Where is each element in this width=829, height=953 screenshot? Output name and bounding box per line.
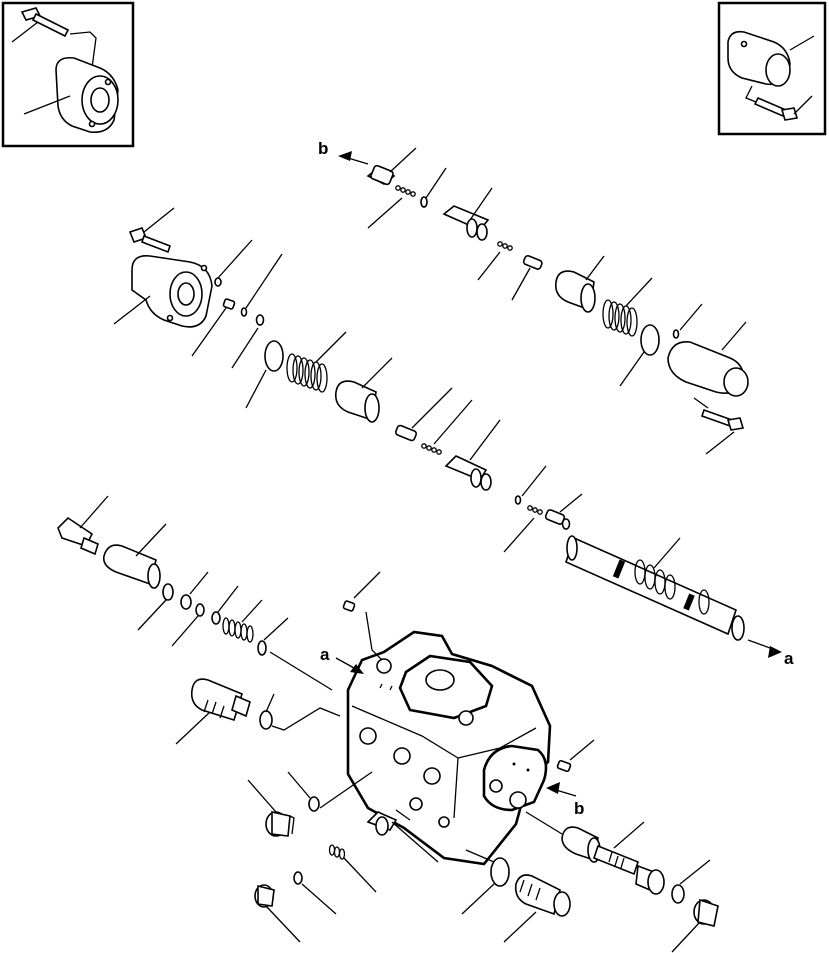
- plug-bottom-2: [254, 884, 275, 908]
- arrow-a-output-label: a: [784, 649, 794, 668]
- inset-left: [1, 1, 135, 148]
- inset-right: [717, 1, 827, 136]
- arrow-b-input-label: b: [574, 799, 584, 818]
- inset-left-cover: [55, 56, 119, 134]
- arrow-a-input: a: [320, 645, 364, 674]
- bottom-parts: [247, 771, 571, 943]
- piston-upper: [554, 270, 596, 313]
- pin: [522, 255, 543, 270]
- plug-bottom-1: [265, 811, 295, 837]
- cap-bolt-upper: [700, 408, 745, 431]
- large-spring-upper: [602, 299, 638, 337]
- small-spring-3: [421, 443, 442, 455]
- valve-body: a b: [320, 630, 584, 866]
- relief-valve-lower-left: [190, 678, 251, 722]
- arrow-b-output-label: b: [318, 139, 328, 158]
- valve-poppet-2: [444, 455, 492, 491]
- left-relief-row: [57, 495, 333, 691]
- plug-bottom-right: [693, 898, 719, 927]
- main-spool: [565, 535, 745, 641]
- upper-parts-row: [366, 147, 749, 455]
- spool-row: a: [503, 465, 794, 668]
- piston-middle: [334, 380, 380, 423]
- o-ring-bottom: [490, 857, 510, 887]
- o-ring-large: [640, 324, 660, 356]
- flange-cover-left: [131, 254, 213, 328]
- poppet-bottom: [366, 811, 398, 836]
- o-ring-middle: [264, 340, 284, 372]
- small-spring-2: [497, 241, 513, 251]
- arrow-a-input-label: a: [320, 645, 330, 664]
- o-ring: [420, 196, 428, 208]
- end-cover-upper: [667, 341, 749, 397]
- relief-plug-left: [57, 516, 99, 556]
- o-ring-lower-left: [259, 710, 273, 730]
- small-spring-4: [527, 505, 543, 515]
- body-top-flange: [398, 654, 494, 720]
- valve-poppet-1: [442, 205, 490, 241]
- body-small-parts: [342, 571, 595, 773]
- large-spring-middle: [286, 353, 328, 393]
- relief-sleeve: [102, 544, 161, 589]
- body-right-port: [482, 744, 548, 812]
- left-cover-assembly: [113, 207, 283, 369]
- arrow-b-output: b: [318, 139, 369, 165]
- inset-left-bolt: [20, 7, 70, 38]
- cover-bolt: [128, 227, 172, 254]
- middle-parts-row: [245, 331, 501, 491]
- inset-right-cover: [727, 30, 791, 87]
- inset-right-bolt: [753, 96, 799, 121]
- small-spring-1: [395, 185, 416, 197]
- small-spring-6: [328, 844, 346, 860]
- small-spring-5: [222, 617, 254, 643]
- arrow-b-input: b: [546, 782, 584, 818]
- arrow-a-output: a: [747, 639, 794, 668]
- relief-valve-bottom: [514, 874, 571, 917]
- pin-middle: [394, 424, 418, 442]
- check-assembly-right: [525, 811, 719, 953]
